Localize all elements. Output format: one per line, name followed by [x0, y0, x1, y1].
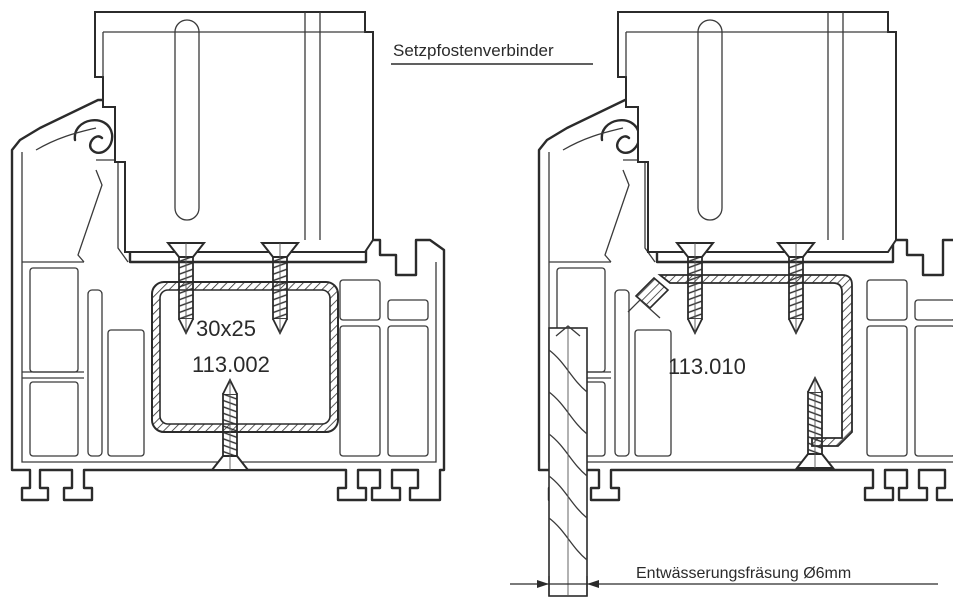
left-section-detail: [10, 11, 446, 502]
left-part-number: 113.002: [192, 352, 270, 377]
left-profile-size: 30x25: [196, 316, 256, 341]
diagram-title: Setzpfostenverbinder: [393, 41, 554, 60]
dimension-line: [510, 576, 938, 596]
right-section-detail: [537, 11, 953, 597]
drill-bit: [548, 325, 588, 597]
right-part-number: 113.010: [668, 354, 746, 379]
dimension-label: Entwässerungsfräsung Ø6mm: [636, 565, 851, 582]
